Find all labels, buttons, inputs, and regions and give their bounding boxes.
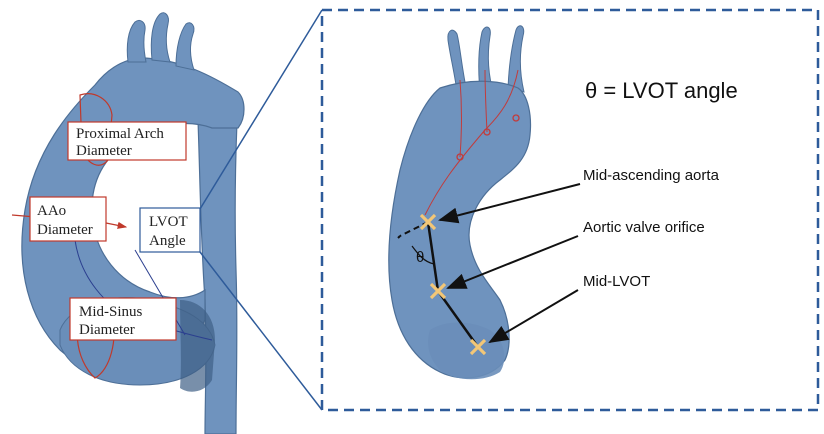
equation-label: θ = LVOT angle (585, 78, 738, 103)
mid-sinus-label-line1: Mid-Sinus (79, 304, 143, 320)
lvot-angle-callout: LVOT Angle (140, 208, 200, 252)
aao-label-line2: Diameter (37, 222, 93, 238)
aao-callout: AAo Diameter (30, 197, 126, 241)
lvot-label-line1: LVOT (149, 214, 188, 230)
mid-sinus-label-line2: Diameter (79, 322, 135, 338)
proximal-arch-label-line1: Proximal Arch (76, 126, 164, 142)
aao-label-line1: AAo (37, 203, 66, 219)
landmark-label-valve-orifice: Aortic valve orifice (583, 219, 705, 236)
subclavian-branch (176, 23, 194, 70)
landmark-label-mid-lvot: Mid-LVOT (583, 273, 650, 290)
mid-sinus-callout: Mid-Sinus Diameter (70, 298, 176, 340)
lvot-label-line2: Angle (149, 233, 186, 249)
carotid-branch (151, 13, 170, 62)
landmark-label-mid-ascending: Mid-ascending aorta (583, 167, 720, 184)
ascending-axis-extension (398, 236, 400, 238)
theta-symbol: θ (416, 249, 424, 266)
brachiocephalic-branch (127, 20, 146, 62)
left-aorta-model: Proximal Arch Diameter AAo Diameter LVOT… (12, 13, 244, 434)
proximal-arch-callout: Proximal Arch Diameter (68, 122, 186, 160)
zoomed-branch-3 (508, 26, 524, 92)
proximal-arch-label-line2: Diameter (76, 143, 132, 159)
